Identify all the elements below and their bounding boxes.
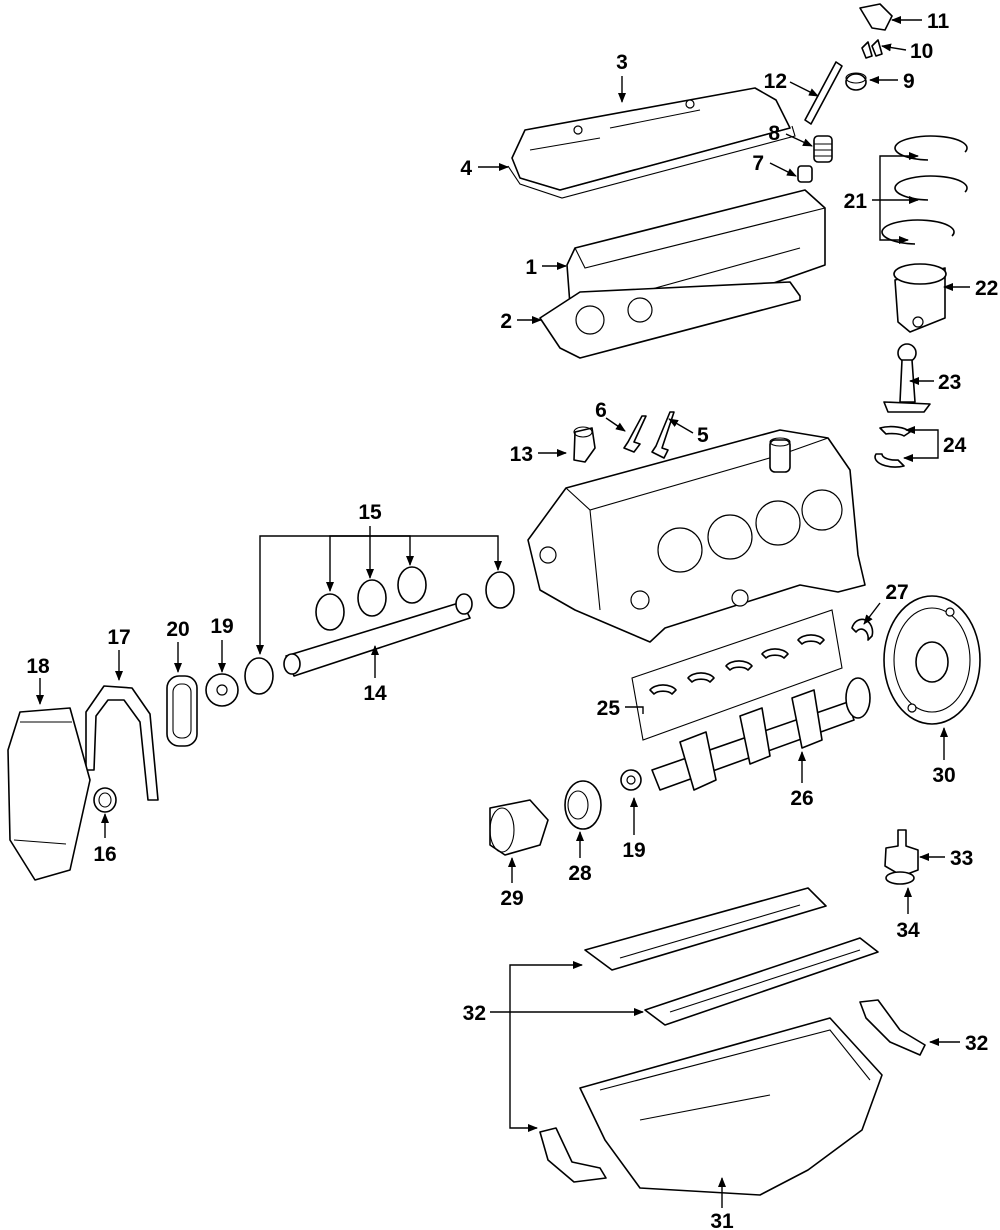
front-seal-gasket[interactable] [539,1127,607,1183]
callout-19-crank: 19 [622,839,645,862]
callout-10: 10 [910,40,933,63]
crank-seal[interactable] [93,787,117,813]
callout-13: 13 [510,443,533,466]
callout-34: 34 [896,919,920,942]
callout-leaders [36,16,970,1208]
pushrod[interactable] [804,61,843,125]
callout-26: 26 [790,787,813,810]
oil-pan-gasket-left[interactable] [584,887,827,971]
oil-pump[interactable] [884,829,919,877]
crank-sprocket[interactable] [620,769,642,791]
valve-spring[interactable] [813,135,833,163]
callout-2: 2 [500,310,512,333]
callout-8: 8 [768,122,780,145]
oil-pump-screen[interactable] [885,871,915,885]
harmonic-balancer[interactable] [489,799,549,856]
rear-main-seal-gasket[interactable] [859,999,926,1056]
valve-cover-gasket[interactable] [507,125,796,199]
callout-29: 29 [500,887,523,910]
crankshaft[interactable] [651,677,871,791]
camshaft[interactable] [283,593,473,677]
cam-bearings[interactable] [244,566,515,695]
flywheel[interactable] [883,595,981,725]
valve-seal[interactable] [797,165,813,183]
callout-labels: 1 2 3 4 5 6 7 8 9 10 11 12 13 14 15 16 1… [26,10,998,1230]
valve-lifter[interactable] [573,426,596,463]
callout-21: 21 [844,190,868,213]
front-cover-gasket[interactable] [85,685,159,801]
piston-rings[interactable] [881,135,968,245]
callout-31: 31 [710,1210,734,1230]
callout-30: 30 [932,764,955,787]
main-bearing-set[interactable] [631,609,843,741]
valve-keepers[interactable] [861,39,883,59]
callout-11: 11 [927,10,950,33]
callout-12: 12 [764,70,787,93]
thrust-washer[interactable] [851,618,874,641]
piston[interactable] [893,263,947,333]
callout-22: 22 [975,277,998,300]
callout-7: 7 [752,152,764,175]
valve-retainer[interactable] [845,72,867,91]
callout-6: 6 [595,399,607,422]
callout-15: 15 [358,501,382,524]
callout-23: 23 [938,371,961,394]
callout-4: 4 [460,157,472,180]
cam-sprocket[interactable] [205,673,239,707]
callout-24: 24 [943,434,967,457]
callout-19-cam: 19 [210,615,233,638]
callout-17: 17 [107,626,130,649]
valve-cover[interactable] [511,87,791,191]
engine-block[interactable] [527,429,866,643]
exhaust-valve[interactable] [623,415,647,453]
callout-32-left: 32 [463,1002,486,1025]
balancer-hub[interactable] [564,780,602,830]
oil-pan-gasket-right[interactable] [644,937,879,1026]
intake-valve[interactable] [651,411,675,459]
callout-1: 1 [525,256,537,279]
callout-14: 14 [363,682,387,705]
callout-9: 9 [903,70,915,93]
timing-chain[interactable] [166,675,198,747]
callout-32-right: 32 [965,1032,988,1055]
callout-33: 33 [950,847,973,870]
rod-bearings[interactable] [874,425,911,468]
callout-28: 28 [568,862,592,885]
head-gasket[interactable] [539,281,801,359]
callout-20: 20 [166,618,189,641]
callout-27: 27 [885,581,908,604]
callout-25: 25 [597,697,621,720]
callout-3: 3 [616,51,628,74]
rocker-arm[interactable] [859,3,893,31]
callout-18: 18 [26,655,50,678]
callout-5: 5 [697,424,709,447]
callout-16: 16 [93,843,116,866]
oil-pan[interactable] [579,1017,883,1196]
timing-cover[interactable] [7,707,91,881]
connecting-rod[interactable] [883,343,931,413]
